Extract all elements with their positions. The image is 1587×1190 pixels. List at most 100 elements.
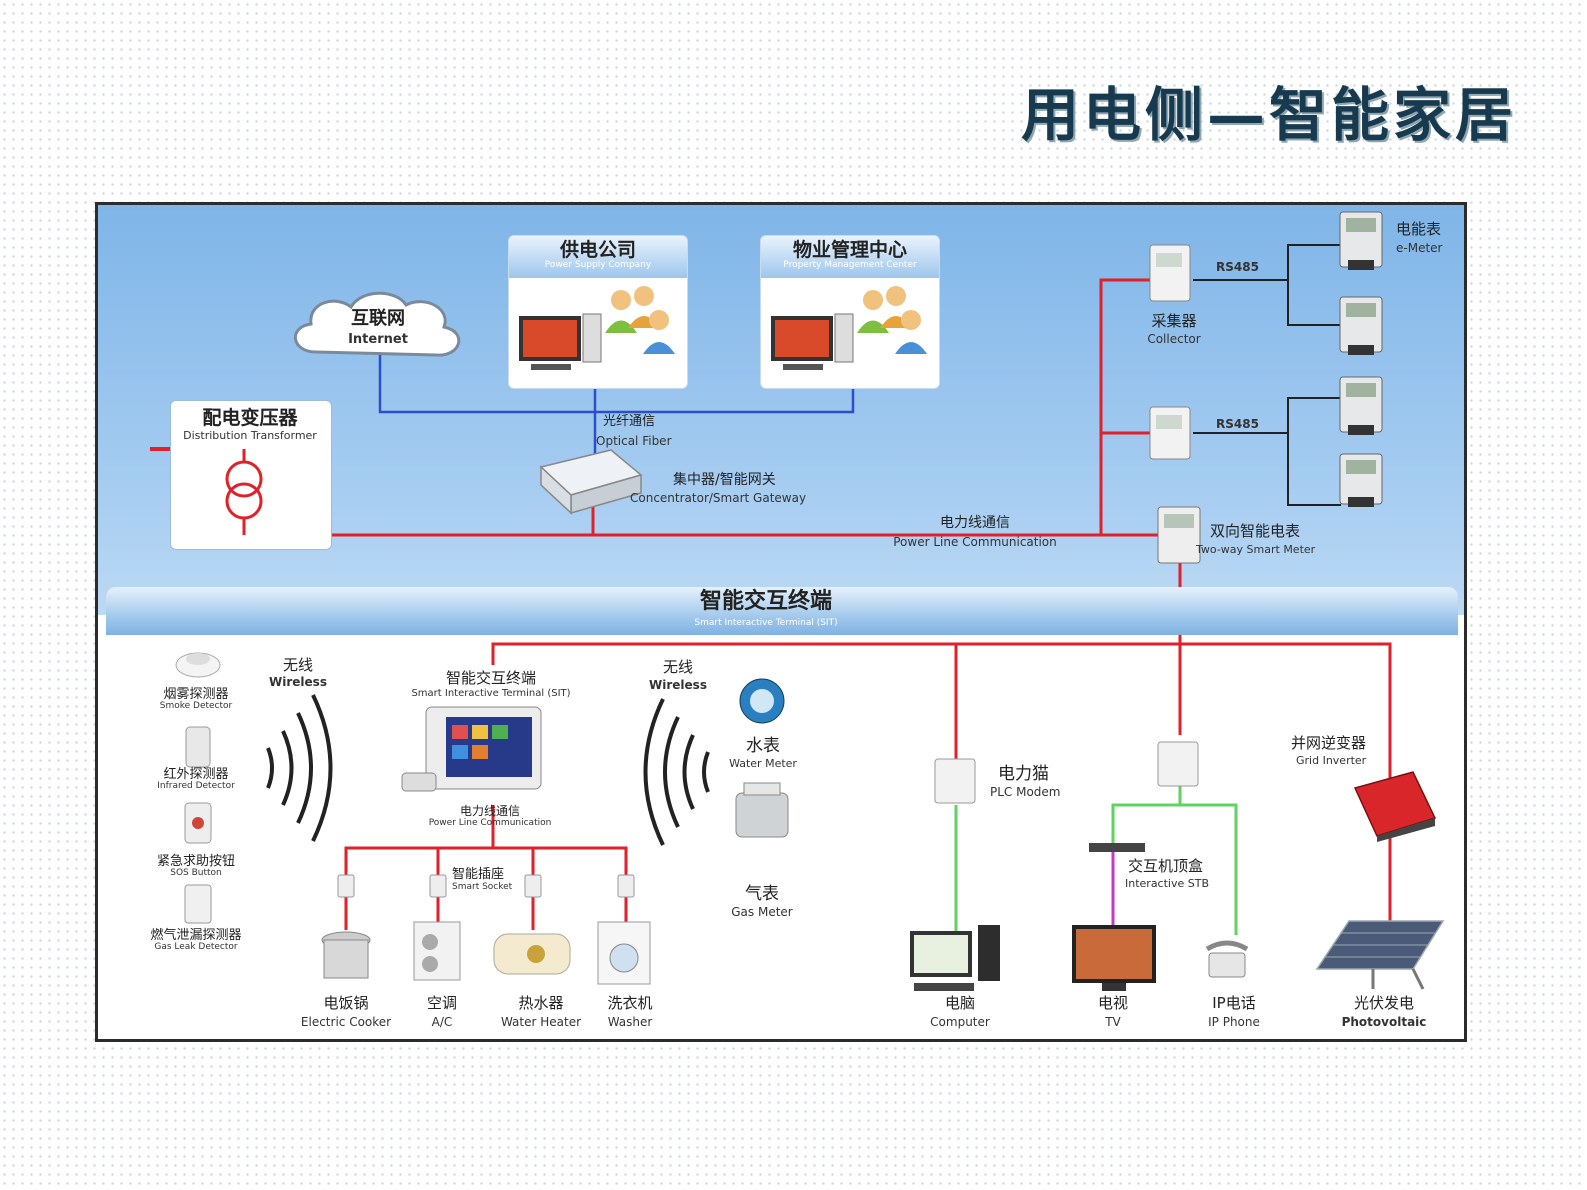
tv-icon	[1072, 925, 1156, 991]
pv-label: 光伏发电	[1353, 994, 1415, 1012]
smart-socket-label: 智能插座	[452, 867, 505, 882]
inverter-label-en: Grid Inverter	[1296, 754, 1367, 767]
e-meter-label-en: e-Meter	[1396, 241, 1443, 255]
smoke-detector-label: 烟雾探测器	[163, 687, 229, 702]
rs485-label: RS485	[1216, 260, 1259, 274]
gas-leak-label-en: Gas Leak Detector	[154, 942, 238, 952]
plc-label: 电力线通信	[940, 515, 1010, 531]
heater-label: 热水器	[518, 994, 564, 1012]
sensor-icons	[175, 652, 221, 924]
smart-meter-icon	[1157, 506, 1201, 564]
smart-meter-label: 双向智能电表	[1210, 522, 1301, 540]
internet-cloud-icon	[293, 291, 461, 357]
transformer-card	[170, 400, 332, 550]
internet-label: 互联网	[351, 308, 405, 329]
plc-modem-icon	[1157, 741, 1199, 787]
stb-label-en: Interactive STB	[1125, 877, 1209, 890]
computer-label-en: Computer	[930, 1015, 990, 1029]
power-line-sockets	[344, 846, 628, 885]
plc-modem-icon	[934, 758, 976, 804]
stb-icon	[1089, 843, 1145, 852]
smoke-detector-label-en: Smoke Detector	[159, 701, 233, 711]
computer-icon	[910, 925, 1000, 991]
smart-meter-label-en: Two-way Smart Meter	[1196, 543, 1316, 556]
wireless-right-label-en: Wireless	[649, 678, 707, 692]
collector-label-en: Collector	[1147, 332, 1201, 346]
ac-label: 空调	[426, 994, 458, 1012]
network-line	[378, 355, 855, 414]
smart-socket-icons	[337, 874, 635, 898]
sit-band-label-en: Smart Interactive Terminal (SIT)	[694, 618, 838, 628]
e-meter-label: 电能表	[1396, 220, 1442, 238]
utility-meter-icons	[735, 678, 789, 838]
power-company-label: 供电公司	[559, 239, 636, 261]
gas-meter-label-en: Gas Meter	[731, 905, 793, 919]
wireless-waves-icon	[266, 694, 333, 842]
property-center-label: 物业管理中心	[792, 239, 907, 261]
tv-label-en: TV	[1105, 1015, 1121, 1029]
stb-label: 交互机顶盒	[1128, 857, 1204, 875]
internet-label-en: Internet	[348, 332, 408, 347]
washer-label-en: Washer	[607, 1015, 653, 1029]
water-meter-label: 水表	[746, 736, 780, 756]
optical-fiber-label: 光纤通信	[603, 414, 656, 429]
sos-button-label-en: SOS Button	[170, 868, 222, 878]
water-meter-label-en: Water Meter	[729, 757, 797, 770]
concentrator-label: 集中器/智能网关	[673, 472, 776, 488]
tv-label: 电视	[1097, 994, 1129, 1012]
power-company-card: 供电公司 Power Supply Company	[508, 235, 688, 389]
power-line-collector1	[1099, 278, 1153, 535]
inverter-icon	[1353, 771, 1437, 842]
collector-icon	[1149, 406, 1191, 460]
solar-panel-icon	[1315, 920, 1445, 990]
optical-fiber-label-en: Optical Fiber	[596, 434, 672, 448]
sit-plc-label-en: Power Line Communication	[428, 818, 552, 828]
cooker-label: 电饭锅	[323, 994, 369, 1012]
wireless-waves-icon	[643, 698, 710, 846]
cooker-label-en: Electric Cooker	[300, 1015, 392, 1029]
wireless-left-label: 无线	[282, 656, 314, 674]
sit-band	[106, 587, 1458, 635]
wireless-left-label-en: Wireless	[269, 675, 327, 689]
gas-meter-label: 气表	[745, 884, 779, 904]
collector-icon	[1149, 244, 1191, 302]
computer-people-icon	[771, 286, 927, 370]
plc-label-en: Power Line Communication	[893, 535, 1057, 549]
pv-label-en: Photovoltaic	[1341, 1015, 1427, 1029]
inverter-label: 并网逆变器	[1291, 734, 1367, 752]
rs485-line2	[1287, 397, 1341, 506]
concentrator-icon	[539, 449, 643, 515]
ac-label-en: A/C	[431, 1015, 453, 1029]
concentrator-label-en: Concentrator/Smart Gateway	[630, 491, 807, 505]
transformer-label-en: Distribution Transformer	[183, 429, 317, 442]
plc-modem-label: 电力猫	[998, 764, 1049, 784]
slide-title: 用电侧—智能家居	[1020, 81, 1517, 149]
ip-phone-label-en: IP Phone	[1208, 1015, 1260, 1029]
smart-home-diagram: 互联网 Internet 供电公司 Power Supply Company 物…	[95, 202, 1467, 1042]
ip-phone-label: IP电话	[1212, 994, 1256, 1012]
e-meter-icons	[1339, 211, 1383, 507]
smart-socket-label-en: Smart Socket	[452, 882, 513, 892]
rs485-label: RS485	[1216, 417, 1259, 431]
property-center-label-en: Property Management Center	[783, 259, 917, 270]
infrared-detector-label-en: Infrared Detector	[157, 781, 235, 791]
power-company-label-en: Power Supply Company	[544, 259, 652, 270]
plc-modem-label-en: PLC Modem	[990, 785, 1061, 799]
sit-device-icon	[401, 706, 542, 792]
wireless-right-label: 无线	[662, 658, 694, 676]
computer-people-icon	[519, 286, 675, 370]
appliance-icons	[321, 921, 651, 985]
infrared-detector-label: 红外探测器	[163, 767, 229, 782]
transformer-icon	[225, 449, 263, 535]
sit-plc-label: 电力线通信	[459, 804, 521, 818]
heater-label-en: Water Heater	[500, 1015, 582, 1029]
sos-button-label: 紧急求助按钮	[156, 854, 236, 869]
gas-leak-label: 燃气泄漏探测器	[150, 928, 242, 943]
sit-band-label: 智能交互终端	[699, 589, 833, 614]
sit-label: 智能交互终端	[445, 669, 537, 687]
ip-phone-icon	[1205, 940, 1249, 978]
property-center-card: 物业管理中心 Property Management Center	[760, 235, 940, 389]
transformer-label: 配电变压器	[202, 407, 298, 429]
washer-label: 洗衣机	[607, 994, 653, 1012]
sit-label-en: Smart Interactive Terminal (SIT)	[411, 688, 571, 699]
